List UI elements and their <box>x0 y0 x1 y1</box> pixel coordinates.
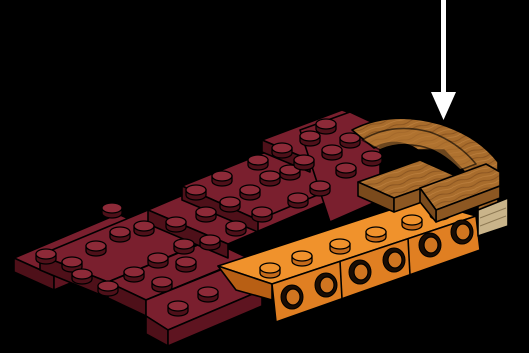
dark-red-stud <box>252 207 272 222</box>
dark-red-stud <box>316 119 336 134</box>
dark-red-stud <box>272 143 292 158</box>
dark-red-stud <box>124 267 144 282</box>
dark-red-stud <box>176 257 196 272</box>
dark-red-stud <box>198 287 218 302</box>
orange-side-stud <box>281 285 303 309</box>
dark-red-stud <box>240 185 260 200</box>
dark-red-stud <box>86 241 106 256</box>
orange-top-stud <box>330 239 350 254</box>
dark-red-stud <box>148 253 168 268</box>
dark-red-stud <box>288 193 308 208</box>
orange-side-stud <box>419 233 441 257</box>
dark-red-stud <box>322 145 342 160</box>
orange-top-stud <box>292 251 312 266</box>
dark-red-stud <box>248 155 268 170</box>
orange-top-stud <box>260 263 280 278</box>
dark-red-stud <box>340 133 360 148</box>
dark-red-stud <box>166 217 186 232</box>
dark-red-stud <box>134 221 154 236</box>
orange-top-stud <box>402 215 422 230</box>
dark-red-stud <box>110 227 130 242</box>
dark-red-stud <box>226 221 246 236</box>
orange-side-stud <box>383 248 405 272</box>
orange-side-stud <box>349 260 371 284</box>
dark-red-stud <box>220 197 240 212</box>
dark-red-stud <box>212 171 232 186</box>
dark-red-stud <box>310 181 330 196</box>
dark-red-stud <box>260 171 280 186</box>
dark-red-stud <box>186 185 206 200</box>
dark-red-stud <box>362 151 382 166</box>
arrow-down-icon <box>431 0 456 120</box>
dark-red-stud <box>336 163 356 178</box>
orange-side-stud <box>315 273 337 297</box>
orange-top-stud <box>366 227 386 242</box>
orange-side-stud <box>451 220 473 244</box>
dark-red-stud <box>72 269 92 284</box>
dark-red-stud <box>102 203 122 218</box>
dark-red-stud <box>36 249 56 264</box>
dark-red-stud <box>196 207 216 222</box>
dark-red-stud <box>300 131 320 146</box>
dark-red-stud <box>168 301 188 316</box>
dark-red-stud <box>98 281 118 296</box>
dark-red-stud <box>152 277 172 292</box>
dark-red-stud <box>174 239 194 254</box>
dark-red-stud <box>294 155 314 170</box>
dark-red-stud <box>200 235 220 250</box>
